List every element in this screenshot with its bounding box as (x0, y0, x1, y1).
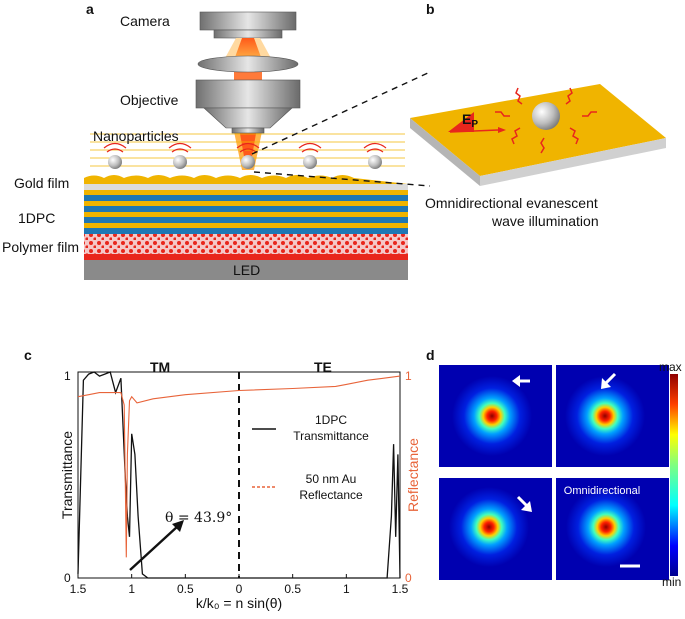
gold-film (84, 175, 408, 184)
nanoparticles-label: Nanoparticles (93, 128, 179, 144)
substrate (84, 184, 408, 190)
zoom-line-bottom (253, 171, 431, 187)
polymer-base (84, 254, 408, 260)
te-label: TE (314, 359, 332, 375)
objective-icon (195, 79, 301, 134)
x-axis-label: k/k₀ = n sin(θ) (196, 595, 282, 611)
image-tile-2 (556, 365, 669, 467)
dpc-stack (84, 190, 408, 234)
reflectance-line-te (238, 375, 401, 392)
x-tick-label: 1.5 (70, 582, 87, 596)
annotation-arrowhead-icon (172, 520, 184, 532)
caption-line1: Omnidirectional evanescent (425, 195, 598, 211)
arrow-down-right-icon (516, 495, 532, 512)
series-lines (77, 371, 401, 579)
x-tick-label: 1.5 (392, 582, 409, 596)
polymer-film (84, 234, 408, 254)
scatter-waves (495, 87, 597, 154)
nanoparticle (298, 142, 322, 169)
panel-b-label: b (426, 1, 435, 17)
ytick-left-0: 0 (64, 571, 71, 585)
reflectance-line-tm (77, 389, 240, 558)
ep-field-icon (448, 112, 474, 132)
camera-icon (199, 11, 297, 39)
nanoparticle (103, 142, 127, 169)
ep-arrowhead-icon (498, 127, 506, 133)
x-tick-label: 0 (236, 582, 243, 596)
objective-label: Objective (120, 92, 179, 108)
panel-a: a Camera Objective (2, 1, 431, 280)
y-axis-left-label: Transmittance (59, 431, 75, 519)
legend-t-line2: Transmittance (293, 429, 369, 443)
x-tick-label: 1 (343, 582, 350, 596)
led-block (84, 260, 408, 280)
legend-r-line2: Reflectance (299, 488, 363, 502)
nanoparticle (236, 142, 260, 169)
dpc-label: 1DPC (18, 210, 55, 226)
transmittance-line-te (239, 444, 401, 579)
omni-label: Omnidirectional (564, 485, 640, 497)
panel-a-label: a (86, 1, 94, 17)
colorbar-min: min (662, 575, 681, 589)
ytick-right-1: 1 (405, 369, 412, 383)
nanoparticle (168, 142, 192, 169)
x-tick-label: 1 (128, 582, 135, 596)
panel-d: d Omni (426, 347, 682, 589)
image-tile-4: Omnidirectional (556, 478, 669, 580)
panel-c-label: c (24, 347, 32, 363)
caption-line2: wave illumination (491, 213, 599, 229)
panel-c: c TM TE 1.5 1 0.5 0 0.5 1 1.5 1 0 1 0 Transmit… (24, 347, 421, 611)
lens-icon (197, 55, 299, 73)
image-tile-1 (439, 365, 552, 467)
camera-label: Camera (120, 13, 170, 29)
annotation-text: θ = 43.9° (165, 510, 232, 526)
nanoparticle (363, 142, 387, 169)
legend-t-line1: 1DPC (315, 413, 347, 427)
polymer-film-label: Polymer film (2, 239, 79, 255)
x-ticks: 1.5 1 0.5 0 0.5 1 1.5 (70, 574, 409, 596)
arrow-down-left-icon (601, 372, 617, 389)
nanoparticle (532, 102, 560, 130)
y-axis-right-label: Reflectance (405, 438, 421, 512)
gold-film-label: Gold film (14, 175, 69, 191)
tm-label: TM (150, 359, 170, 375)
transmittance-line-tm (77, 371, 239, 579)
nanoparticles (103, 142, 387, 169)
gold-slab (410, 84, 666, 186)
ytick-left-1: 1 (64, 369, 71, 383)
arrow-left-icon (512, 375, 530, 387)
panel-b: b EP Omnidirectional evanescent wave ill… (410, 1, 666, 229)
legend-r-line1: 50 nm Au (306, 472, 357, 486)
annotation-arrow (129, 525, 179, 571)
led-label: LED (233, 262, 260, 278)
x-tick-label: 0.5 (284, 582, 301, 596)
x-tick-label: 0.5 (177, 582, 194, 596)
colorbar (670, 374, 678, 576)
ep-arrow (449, 129, 499, 133)
ep-label: EP (462, 111, 478, 130)
ytick-right-0: 0 (405, 571, 412, 585)
colorbar-max: max (659, 360, 682, 374)
image-tile-3 (439, 478, 552, 580)
panel-d-label: d (426, 347, 435, 363)
